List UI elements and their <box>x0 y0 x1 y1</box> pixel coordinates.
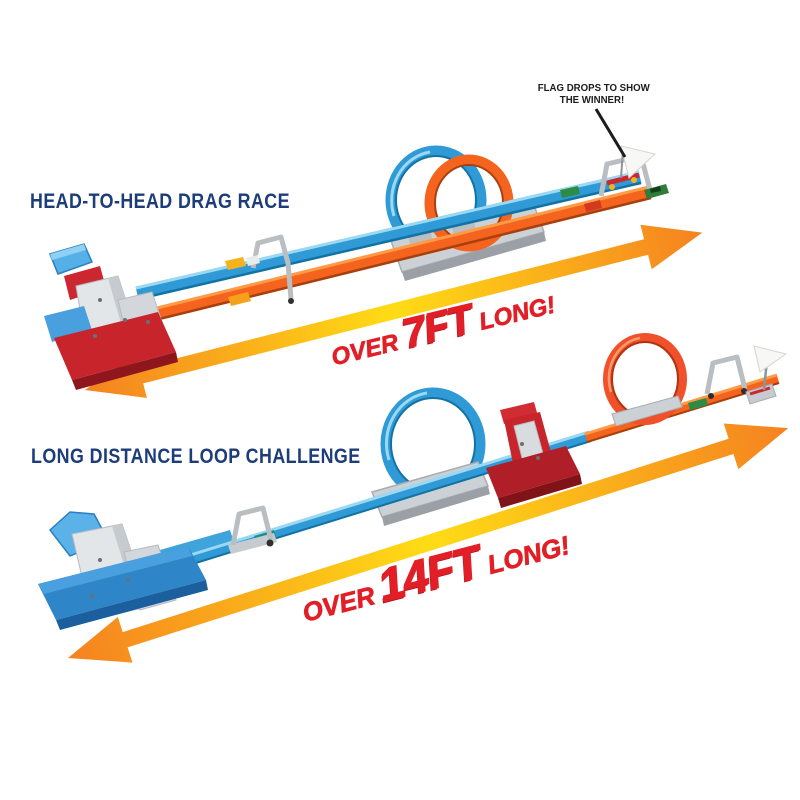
screw-dot <box>123 318 127 322</box>
booster-base <box>486 446 580 498</box>
orange-track-highlight <box>148 185 650 312</box>
finish-gate <box>598 145 669 199</box>
blue-loop-highlight <box>390 150 431 217</box>
fourteen-ft-double-arrow-icon <box>68 423 789 663</box>
double-arrow-icon <box>85 224 703 398</box>
drag-race-track-set <box>44 145 669 390</box>
drag-race-title: HEAD-TO-HEAD DRAG RACE <box>30 190 290 213</box>
screw-dot <box>536 456 540 460</box>
gate-detail <box>609 184 615 190</box>
screw-dot <box>90 594 94 598</box>
launcher-blue-base-edge <box>56 580 208 630</box>
loop-challenge-track-set <box>38 333 788 630</box>
finish-piece-detail <box>749 386 771 396</box>
length-suffix: LONG! <box>476 291 558 336</box>
loop-platform-edge <box>382 486 490 526</box>
seven-ft-double-arrow-icon <box>85 224 703 398</box>
dual-launcher <box>44 243 178 390</box>
length-prefix: OVER <box>299 580 379 628</box>
screw-dot <box>146 320 150 324</box>
loop-challenge-title: LONG DISTANCE LOOP CHALLENGE <box>31 445 361 468</box>
loop-clamp <box>611 395 683 427</box>
loop-platform-edge <box>402 232 546 281</box>
callout-pointer-line <box>594 108 627 158</box>
flag-callout-line1: FLAG DROPS TO SHOW <box>537 82 650 94</box>
red-booster <box>486 402 582 508</box>
track-tab <box>246 255 260 266</box>
track-bracket <box>704 354 748 395</box>
gate-detail <box>631 177 637 183</box>
blue-loop-highlight <box>384 391 428 461</box>
length-suffix: LONG! <box>484 529 573 581</box>
orange-track <box>148 185 652 322</box>
screw-dot <box>98 558 102 562</box>
launcher-blue-scoop-top <box>50 244 86 260</box>
finish-flag-icon <box>753 345 788 373</box>
screw-dot <box>520 442 524 446</box>
orange-loop-highlight <box>607 336 641 393</box>
launcher-blue-base <box>38 546 206 620</box>
launcher-red-base <box>54 312 176 380</box>
toy-car-window <box>650 186 661 193</box>
double-arrow-icon <box>68 423 789 663</box>
single-launcher <box>38 511 208 630</box>
gate-crossbar <box>606 172 640 186</box>
toy-car <box>228 292 251 306</box>
booster-base-edge <box>498 474 582 508</box>
bracket-foot <box>288 298 294 304</box>
screw-dot <box>98 298 102 302</box>
length-prefix: OVER <box>328 329 402 372</box>
flag-callout: FLAG DROPS TO SHOW THE WINNER! <box>537 82 650 107</box>
track-bracket <box>250 234 294 300</box>
blue-track <box>135 170 642 300</box>
bracket-foot <box>708 393 714 399</box>
track-bracket <box>230 505 274 546</box>
booster-lever <box>500 402 538 424</box>
launcher-red-base-edge <box>72 352 178 390</box>
screw-dot <box>126 578 130 582</box>
blue-track-shadow <box>137 181 642 301</box>
bracket-foot <box>741 388 747 394</box>
loop-clamp <box>408 230 433 247</box>
toy-car <box>584 200 602 212</box>
toy-car <box>560 186 580 198</box>
blue-track-highlight <box>135 170 640 290</box>
toy-car <box>225 257 246 270</box>
screw-dot <box>93 334 97 338</box>
toy-car <box>688 398 708 410</box>
flag-callout-line2: THE WINNER! <box>559 94 625 107</box>
finish-flag-icon <box>620 145 657 179</box>
launcher-blue-base-top <box>38 546 192 594</box>
bracket-base <box>228 533 277 554</box>
bracket-foot <box>266 539 274 547</box>
